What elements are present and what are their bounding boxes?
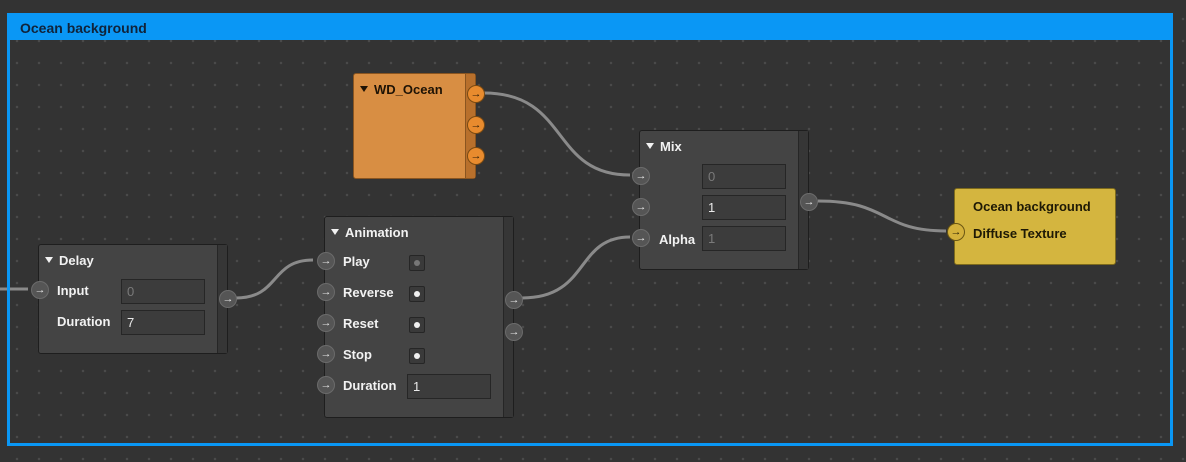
input-port[interactable]: → [317,283,335,301]
input-port[interactable]: → [947,223,965,241]
output-port[interactable]: → [505,291,523,309]
ocean-background-output-node[interactable]: Ocean background → Diffuse Texture [947,188,1116,265]
collapse-triangle-icon[interactable] [646,143,654,149]
reverse-label: Reverse [343,285,394,300]
group-frame[interactable]: Ocean background [7,13,1173,446]
output-port[interactable]: → [467,147,485,165]
reverse-trigger[interactable] [409,286,425,302]
wd-ocean-node[interactable]: WD_Ocean → → → [353,73,485,179]
mix-node[interactable]: Mix → 0 → 1 → Alpha 1 → [632,130,818,270]
collapse-triangle-icon[interactable] [331,229,339,235]
node-title: Mix [646,139,682,154]
collapse-triangle-icon[interactable] [45,257,53,263]
group-title[interactable]: Ocean background [10,16,1170,40]
output-port[interactable]: → [467,116,485,134]
input-port[interactable]: → [632,198,650,216]
play-label: Play [343,254,370,269]
node-title: Delay [45,253,94,268]
input-port[interactable]: → [632,229,650,247]
input-port[interactable]: → [317,314,335,332]
input-port[interactable]: → [632,167,650,185]
mix-alpha-field[interactable]: 1 [702,226,786,251]
node-title: WD_Ocean [360,82,443,97]
output-port[interactable]: → [467,85,485,103]
delay-input-field[interactable]: 0 [121,279,205,304]
reset-label: Reset [343,316,379,331]
stop-trigger[interactable] [409,348,425,364]
input-port[interactable]: → [317,376,335,394]
mix-input-b-field[interactable]: 1 [702,195,786,220]
play-trigger[interactable] [409,255,425,271]
input-port[interactable]: → [31,281,49,299]
node-title: Ocean background [973,199,1091,214]
animation-node[interactable]: Animation → Play → Reverse → Reset → Sto… [317,216,523,418]
delay-node[interactable]: Delay → Input 0 Duration 7 → [31,244,237,354]
animation-duration-field[interactable]: 1 [407,374,491,399]
collapse-triangle-icon[interactable] [360,86,368,92]
mix-input-a-field[interactable]: 0 [702,164,786,189]
output-port[interactable]: → [800,193,818,211]
alpha-label: Alpha [659,232,696,247]
duration-label: Duration [343,378,397,393]
output-port[interactable]: → [505,323,523,341]
delay-duration-field[interactable]: 7 [121,310,205,335]
duration-label: Duration [57,314,111,329]
input-port[interactable]: → [317,345,335,363]
node-title: Animation [331,225,409,240]
diffuse-texture-label: Diffuse Texture [973,226,1067,241]
input-port[interactable]: → [317,252,335,270]
input-label: Input [57,283,89,298]
stop-label: Stop [343,347,372,362]
node-side-bar [503,217,513,417]
reset-trigger[interactable] [409,317,425,333]
output-port[interactable]: → [219,290,237,308]
